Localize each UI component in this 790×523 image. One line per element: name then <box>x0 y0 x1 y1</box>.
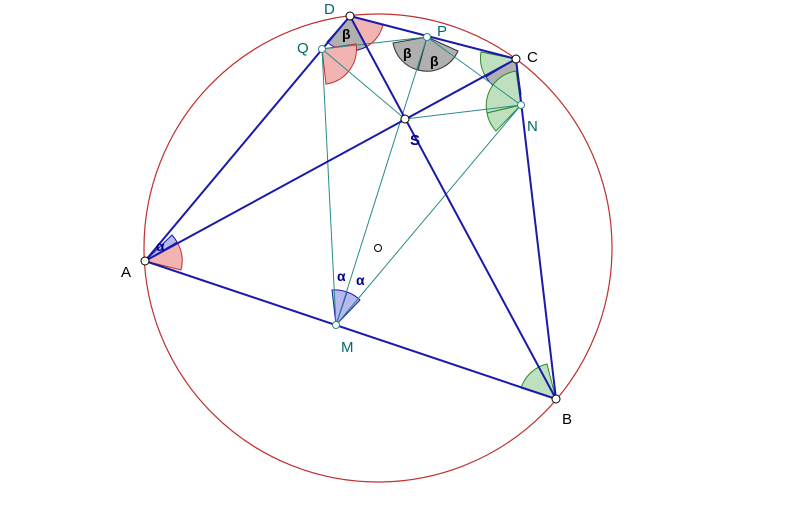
line-p-n <box>426 36 522 106</box>
label-a: A <box>121 264 131 281</box>
beta-label-d: β <box>342 26 351 42</box>
points <box>140 11 561 404</box>
angle-labels: α α α β β β <box>156 26 439 288</box>
point-c <box>511 54 521 64</box>
point-labels: A B C D P Q M N S <box>121 1 572 428</box>
side-c-d <box>349 15 517 60</box>
line-q-s <box>321 48 406 120</box>
line-s-n <box>404 104 522 120</box>
side-d-a <box>144 15 351 262</box>
side-b-c <box>515 58 557 400</box>
label-n: N <box>527 118 538 135</box>
line-m-n <box>335 104 522 326</box>
point-q <box>318 45 326 53</box>
angle-p-left <box>392 36 428 71</box>
angle-m-right <box>335 291 361 326</box>
alpha-label-m-right: α <box>356 272 365 288</box>
angle-a-blue <box>144 234 178 262</box>
line-m-p <box>335 36 428 326</box>
beta-label-p-right: β <box>430 53 439 69</box>
label-m: M <box>341 339 354 356</box>
point-p <box>423 33 431 41</box>
label-p: P <box>437 23 447 40</box>
point-d <box>345 11 355 21</box>
angle-p-right <box>417 36 459 72</box>
alpha-label-a: α <box>156 238 165 254</box>
point-n <box>517 101 525 109</box>
label-b: B <box>562 411 572 428</box>
beta-label-p-left: β <box>403 45 412 61</box>
label-s: S <box>410 132 420 149</box>
circumcenter-point <box>374 244 382 252</box>
point-s <box>400 114 410 124</box>
side-a-b <box>144 260 557 400</box>
line-q-m <box>321 48 337 326</box>
point-b <box>551 394 561 404</box>
point-m <box>332 321 340 329</box>
line-q-p <box>321 36 428 50</box>
circumcircle <box>143 13 613 483</box>
point-a <box>140 256 150 266</box>
diagonal-b-d <box>349 15 557 400</box>
label-d: D <box>324 1 335 18</box>
construction-lines <box>321 36 522 326</box>
quadrilateral <box>144 15 557 400</box>
diagonal-a-c <box>144 58 517 262</box>
label-c: C <box>527 49 538 66</box>
alpha-label-m-left: α <box>337 268 346 284</box>
label-q: Q <box>297 40 309 57</box>
angle-n-green-2 <box>486 104 523 132</box>
